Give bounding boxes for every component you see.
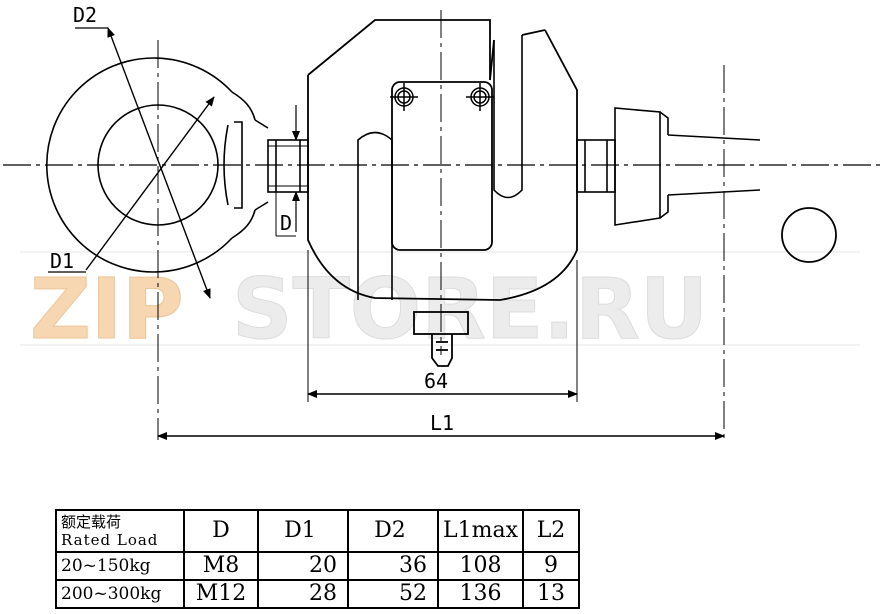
screw-left bbox=[390, 83, 418, 111]
table-row: 20~150kg M8 20 36 108 9 bbox=[55, 551, 580, 581]
table-header-row: 额定载荷 Rated Load D D1 D2 L1max L2 bbox=[55, 509, 580, 553]
cable-section-circle bbox=[781, 207, 837, 263]
header-d: D bbox=[183, 509, 259, 553]
header-d1: D1 bbox=[257, 509, 349, 553]
watermark-zip: ZIP bbox=[30, 260, 184, 358]
table-row: 200~300kg M12 28 52 136 13 bbox=[55, 579, 580, 609]
header-d2: D2 bbox=[347, 509, 439, 553]
header-load-cn: 额定载荷 bbox=[61, 513, 122, 531]
load-cell-body bbox=[307, 19, 578, 367]
cell-l2: 13 bbox=[522, 579, 580, 609]
header-load-en: Rated Load bbox=[61, 531, 159, 549]
cell-d: M8 bbox=[183, 551, 259, 581]
right-stud-and-connector bbox=[576, 107, 761, 226]
label-d1: D1 bbox=[50, 249, 74, 273]
header-rated-load: 额定载荷 Rated Load bbox=[55, 509, 185, 553]
label-d2: D2 bbox=[73, 3, 97, 27]
cell-l1max: 108 bbox=[437, 551, 524, 581]
cell-d2: 52 bbox=[347, 579, 439, 609]
watermark-store: STORE.RU bbox=[232, 260, 708, 358]
cell-load: 200~300kg bbox=[55, 579, 185, 609]
label-d: D bbox=[280, 211, 292, 235]
cell-d2: 36 bbox=[347, 551, 439, 581]
cell-l1max: 136 bbox=[437, 579, 524, 609]
cell-l2: 9 bbox=[522, 551, 580, 581]
specification-table: 额定载荷 Rated Load D D1 D2 L1max L2 20~150k… bbox=[55, 509, 580, 609]
left-threaded-stud bbox=[267, 139, 309, 193]
d2-dimension-line bbox=[107, 27, 211, 299]
label-width-64: 64 bbox=[424, 369, 448, 393]
label-l1: L1 bbox=[430, 411, 454, 435]
header-l2: L2 bbox=[522, 509, 580, 553]
cell-load: 20~150kg bbox=[55, 551, 185, 581]
cell-d1: 28 bbox=[257, 579, 349, 609]
header-l1max: L1max bbox=[437, 509, 524, 553]
screw-right bbox=[466, 83, 494, 111]
d1-dimension-line bbox=[85, 96, 215, 271]
cell-d: M12 bbox=[183, 579, 259, 609]
cell-d1: 20 bbox=[257, 551, 349, 581]
